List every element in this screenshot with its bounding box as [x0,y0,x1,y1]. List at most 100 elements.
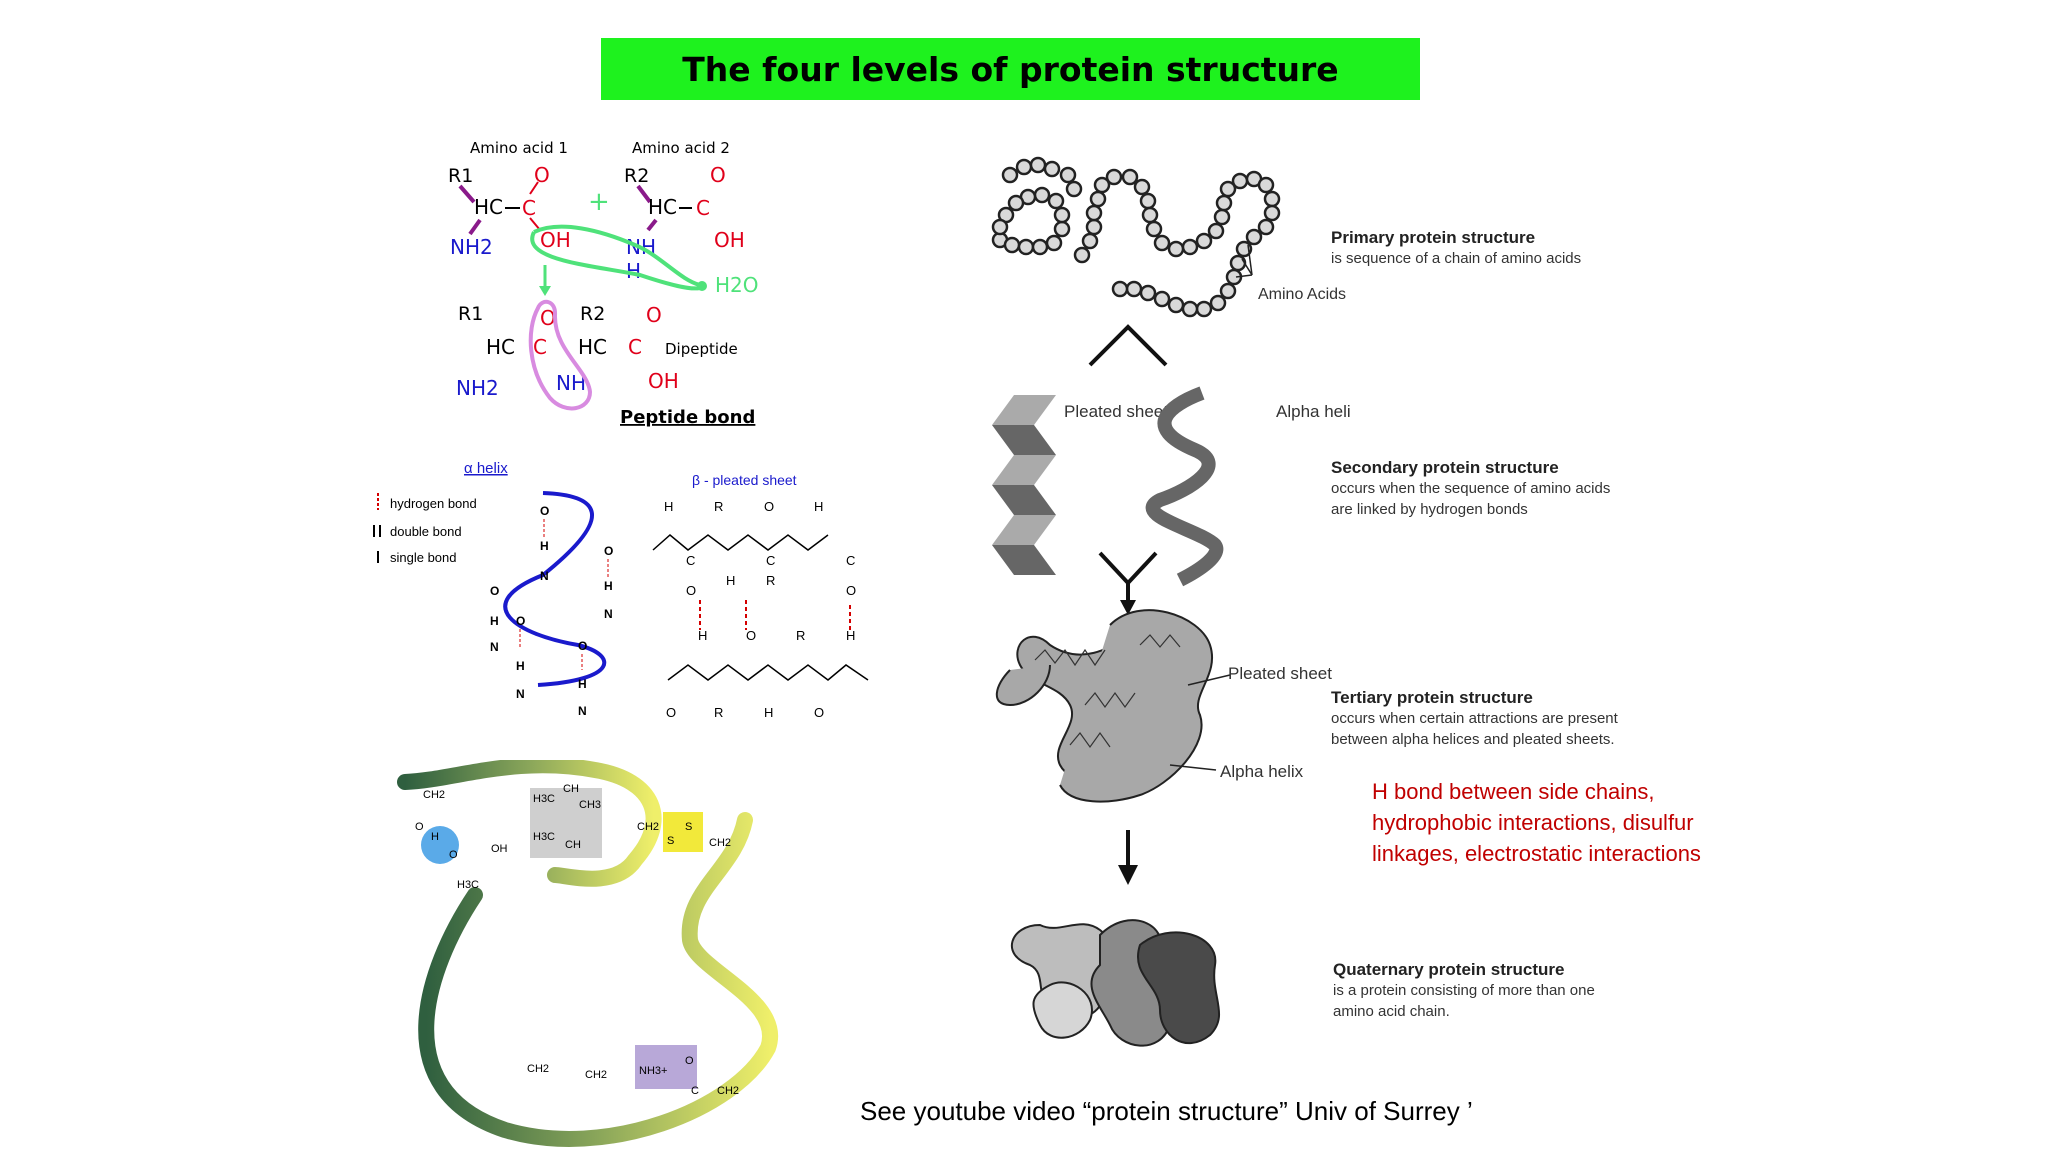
tertiary-pleated-label: Pleated sheet [1228,664,1332,683]
dipeptide-o-1: O [540,306,556,330]
plus-sign: + [588,187,610,217]
hc-label-2: HC [648,195,677,219]
tb-ch2-2: CH2 [637,821,659,833]
svg-text:R: R [714,705,723,720]
svg-text:H: H [698,628,707,643]
secondary-title: Secondary protein structure [1331,458,1559,477]
svg-text:O: O [604,544,613,558]
dipeptide-c-1: C [533,335,547,359]
interactions-note: H bond between side chains, hydrophobic … [1372,779,1701,866]
oh-label-2: OH [714,228,745,252]
tertiary-desc-2: between alpha helices and pleated sheets… [1331,731,1615,748]
alpha-helix-label: Alpha helix [1276,402,1350,421]
tertiary-text: Tertiary protein structure occurs when c… [1331,688,1618,750]
amino-acids-label: Amino Acids [1258,286,1346,303]
dipeptide-nh2: NH2 [456,376,499,400]
tb-ch2-3: CH2 [709,837,731,849]
quaternary-desc-2: amino acid chain. [1333,1003,1450,1020]
dipeptide-oh: OH [648,369,679,393]
hc-label: HC [474,195,503,219]
o-label-2: O [710,163,726,187]
c-label: C [522,196,536,220]
dipeptide-r1: R1 [458,303,483,325]
tb-s-1: S [667,835,674,847]
tb-h3c-1: H3C [457,879,479,891]
o-label: O [534,163,550,187]
h-label: H [626,259,641,283]
tertiary-helix-label: Alpha helix [1220,762,1304,781]
tb-h3c-2: H3C [533,793,555,805]
svg-text:N: N [490,640,499,654]
svg-text:O: O [746,628,756,643]
tb-c: C [691,1085,699,1097]
tb-nh3: NH3+ [639,1065,667,1077]
svg-text:C: C [846,553,855,568]
svg-text:O: O [814,705,824,720]
alpha-helix-title: α helix [464,460,508,477]
svg-text:R: R [766,573,775,588]
tb-ch2-6: CH2 [717,1085,739,1097]
svg-text:C: C [686,553,695,568]
r2-label: R2 [624,165,649,187]
dipeptide-label: Dipeptide [665,340,738,358]
tertiary-title: Tertiary protein structure [1331,688,1533,707]
svg-text:N: N [540,569,549,583]
legend-single-bond: single bond [390,550,457,565]
title-banner: The four levels of protein structure [601,38,1420,100]
tb-oh: OH [491,843,508,855]
legend-hydrogen-bond: hydrogen bond [390,496,477,511]
svg-text:H: H [604,579,613,593]
tb-s-2: S [685,821,692,833]
peptide-bond-diagram: Amino acid 1 Amino acid 2 R1 HC C O OH N… [448,139,759,428]
tertiary-desc-1: occurs when certain attractions are pres… [1331,710,1618,727]
svg-text:N: N [604,607,613,621]
svg-text:H: H [540,539,549,553]
tb-ch2-1: CH2 [423,789,445,801]
peptide-bond-label: Peptide bond [620,407,755,428]
dipeptide-r2: R2 [580,303,605,325]
svg-text:H: H [726,573,735,588]
secondary-desc-1: occurs when the sequence of amino acids [1331,480,1611,497]
quaternary-text: Quaternary protein structure is a protei… [1333,960,1595,1022]
svg-text:H: H [578,677,587,691]
svg-text:O: O [846,583,856,598]
beta-sheet-title: β - pleated sheet [692,472,797,488]
tb-h3c-3: H3C [533,831,555,843]
tertiary-structure-shape [995,609,1213,803]
tb-ch3: CH3 [579,799,601,811]
quaternary-desc-1: is a protein consisting of more than one [1333,982,1595,999]
svg-text:N: N [516,687,525,701]
amino-acid-1-label: Amino acid 1 [470,139,568,157]
oh-label: OH [540,228,571,252]
tb-ch2-4: CH2 [527,1063,549,1075]
svg-text:H: H [764,705,773,720]
svg-text:H: H [846,628,855,643]
water-label: H2O [715,273,759,297]
pleated-sheet-label: Pleated sheet [1064,402,1168,421]
secondary-desc-2: are linked by hydrogen bonds [1331,501,1528,518]
svg-text:O: O [764,499,774,514]
svg-text:O: O [516,614,525,628]
amino-acid-chain [991,156,1281,318]
tb-o-3: O [685,1055,694,1067]
r1-label: R1 [448,165,473,187]
helix-sheet-diagram: α helix β - pleated sheet hydrogen bond … [373,460,869,720]
svg-text:H: H [814,499,823,514]
nh2-label: NH2 [450,235,493,259]
svg-text:O: O [666,705,676,720]
dipeptide-hc-1: HC [486,335,515,359]
protein-levels-diagram: Amino Acids Pleated sheet Alpha helix Pl… [991,156,1350,1047]
secondary-text: Secondary protein structure occurs when … [1331,458,1610,520]
tb-ch-2: CH [565,839,581,851]
dipeptide-hc-2: HC [578,335,607,359]
svg-text:O: O [686,583,696,598]
svg-text:N: N [578,704,587,718]
tb-h-1: H [431,831,439,843]
svg-text:H: H [664,499,673,514]
slide-title: The four levels of protein structure [682,49,1339,89]
svg-text:R: R [714,499,723,514]
tertiary-interactions-diagram: CH2 O H O OH H3C H3C CH CH3 H3C CH CH2 S… [397,760,779,1147]
tb-o-1: O [415,821,424,833]
youtube-reference: See youtube video “protein structure” Un… [860,1096,1473,1126]
tb-o-2: O [449,849,458,861]
